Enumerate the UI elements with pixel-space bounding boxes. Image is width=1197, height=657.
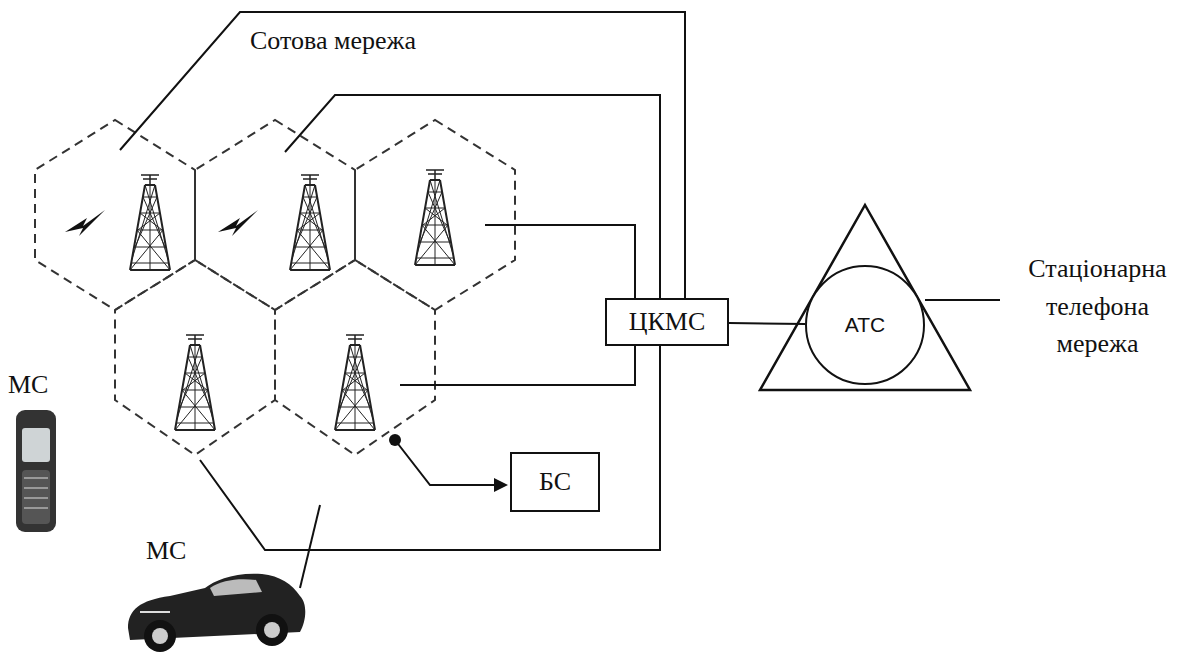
connector-line	[729, 323, 805, 324]
mobile-station-label: МС	[8, 366, 48, 404]
base-station-box: БС	[510, 452, 600, 512]
car	[128, 574, 305, 652]
node-text: АТС	[845, 312, 885, 337]
mobile-phone	[16, 410, 56, 532]
node-text: ЦКМС	[629, 306, 706, 337]
fixed-network-label: Стаціонарна телефона мережа	[1005, 250, 1190, 363]
exchange-circle: АТС	[805, 265, 925, 385]
network-label: Сотова мережа	[250, 22, 416, 60]
switching-center-box: ЦКМС	[605, 298, 729, 346]
mobile-station-label: МС	[146, 532, 186, 570]
node-text: БС	[539, 466, 571, 497]
